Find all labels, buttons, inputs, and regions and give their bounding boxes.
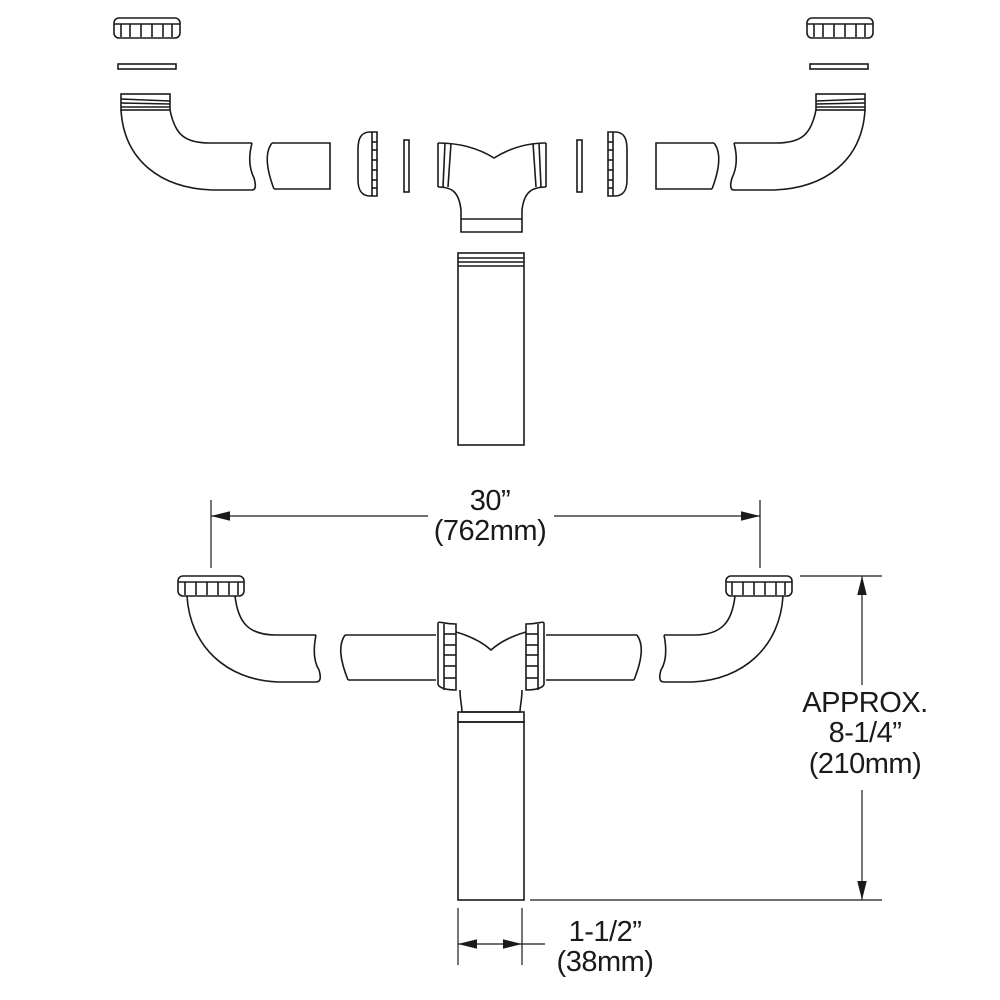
width-dimension-label: 30” (762mm) (420, 486, 560, 547)
dimension-diameter (457, 908, 545, 965)
diameter-inches: 1-1/2” (568, 916, 642, 948)
slip-nut-left (113, 17, 181, 39)
assembled-tee (437, 621, 545, 723)
assembled-pipe-right (546, 634, 643, 681)
width-inches: 30” (469, 485, 511, 517)
assembled-elbow-right (658, 575, 793, 683)
dimension-height (530, 575, 882, 901)
height-inches: 8-1/4” (828, 717, 902, 750)
washer-tee-right (576, 139, 583, 193)
pipe-right (655, 142, 720, 190)
height-approx: APPROX. (802, 687, 928, 719)
height-mm: (210mm) (808, 747, 922, 780)
diameter-mm: (38mm) (556, 946, 654, 979)
height-dimension-label: APPROX. 8-1/4” (210mm) (790, 687, 940, 780)
pipe-left (266, 142, 331, 190)
assembled-elbow-left (177, 575, 322, 683)
slip-nut-right (806, 17, 874, 39)
assembled-pipe-left (339, 634, 436, 681)
dimension-width (210, 500, 761, 568)
diameter-dimension-label: 1-1/2” (38mm) (545, 917, 665, 978)
elbow-right (729, 93, 866, 191)
assembled-tailpiece (457, 721, 525, 901)
slip-nut-tee-right (607, 131, 628, 197)
washer-right (809, 63, 869, 70)
width-mm: (762mm) (433, 515, 547, 548)
washer-left (117, 63, 177, 70)
tee-fitting (437, 142, 547, 233)
slip-nut-tee-left (357, 131, 378, 197)
tailpiece (457, 252, 525, 446)
elbow-left (120, 93, 257, 191)
washer-tee-left (403, 139, 410, 193)
